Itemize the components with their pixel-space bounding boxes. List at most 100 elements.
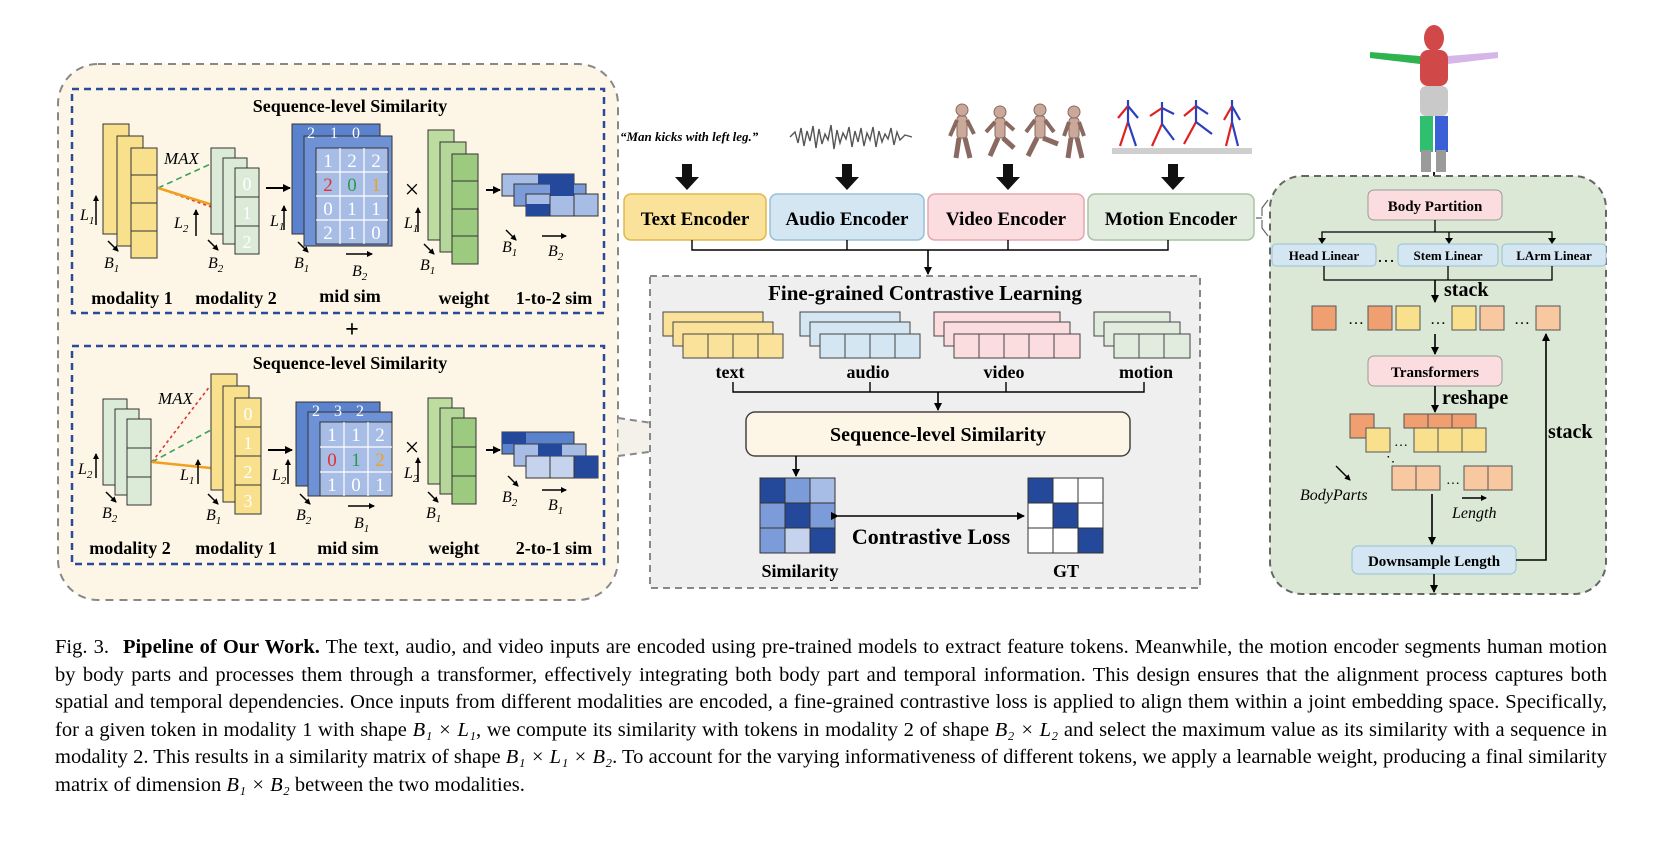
plus-sign: + bbox=[345, 317, 359, 343]
svg-text:weight: weight bbox=[439, 288, 490, 308]
bottom-modality-2-tokens bbox=[102, 398, 152, 506]
bottom-weight-tokens bbox=[427, 397, 477, 505]
svg-text:modality 1: modality 1 bbox=[91, 288, 173, 308]
caption-math-2: B₂ × L₂ bbox=[994, 718, 1059, 741]
svg-text:2: 2 bbox=[356, 403, 364, 420]
svg-text:LArm Linear: LArm Linear bbox=[1516, 248, 1592, 263]
gt-matrix bbox=[1027, 477, 1104, 554]
svg-text:weight: weight bbox=[429, 538, 480, 558]
svg-text:0: 0 bbox=[243, 174, 252, 194]
text-encoder bbox=[623, 193, 767, 241]
svg-text:L1: L1 bbox=[79, 207, 94, 227]
svg-text:Motion Encoder: Motion Encoder bbox=[1105, 209, 1238, 230]
svg-text:2: 2 bbox=[375, 450, 385, 471]
svg-text:0: 0 bbox=[327, 450, 337, 471]
top-max-label: MAX bbox=[163, 149, 200, 168]
top-sequence-similarity-block: Sequence-level Similarity L1 B1 MAX bbox=[70, 87, 606, 315]
svg-text:Sequence-level Similarity: Sequence-level Similarity bbox=[830, 424, 1046, 446]
svg-text:…: … bbox=[1348, 311, 1364, 328]
audio-token-stack bbox=[799, 311, 921, 359]
svg-text:Downsample Length: Downsample Length bbox=[1368, 554, 1501, 570]
caption-text-3: and select the maximum value as its simi… bbox=[55, 718, 1608, 769]
video-frames-image bbox=[948, 103, 1086, 159]
encoders-row: Text Encoder Audio Encoder Video Encoder… bbox=[623, 193, 1255, 241]
video-encoder bbox=[927, 193, 1085, 241]
svg-text:1: 1 bbox=[347, 223, 357, 244]
svg-text:modality 1: modality 1 bbox=[195, 538, 277, 558]
larm-linear-box bbox=[1501, 243, 1607, 267]
svg-text:2: 2 bbox=[323, 175, 333, 196]
svg-text:…: … bbox=[1514, 311, 1530, 328]
fine-grained-contrastive-learning: Fine-grained Contrastive Learning text a… bbox=[649, 275, 1201, 589]
svg-text:1: 1 bbox=[327, 475, 337, 496]
svg-text:×: × bbox=[405, 433, 420, 462]
svg-text:video: video bbox=[983, 362, 1024, 382]
caption-math-1: B₁ × L₁ bbox=[412, 718, 476, 741]
svg-text:1: 1 bbox=[323, 151, 333, 172]
input-arrows bbox=[675, 164, 1185, 190]
top-modality-2-tokens: 0 1 2 bbox=[210, 147, 260, 255]
svg-text:L2: L2 bbox=[173, 215, 189, 235]
figure-label: Fig. 3. bbox=[55, 636, 109, 658]
svg-text:mid sim: mid sim bbox=[319, 286, 381, 306]
svg-text:1-to-2 sim: 1-to-2 sim bbox=[516, 288, 592, 308]
svg-text:Length: Length bbox=[1451, 505, 1496, 522]
sequence-level-similarity-box bbox=[745, 411, 1131, 457]
bottom-modality-1-tokens: 0 1 2 3 bbox=[210, 373, 262, 515]
caption-text-2: , we compute its similarity with tokens … bbox=[476, 718, 995, 741]
svg-text:1: 1 bbox=[347, 199, 357, 220]
svg-text:1: 1 bbox=[375, 475, 385, 496]
svg-text:1: 1 bbox=[244, 433, 253, 453]
svg-text:0: 0 bbox=[244, 404, 253, 424]
svg-text:Similarity: Similarity bbox=[762, 561, 839, 581]
caption-text-4: . To account for the varying informative… bbox=[55, 746, 1607, 796]
svg-text:MAX: MAX bbox=[157, 389, 194, 408]
svg-text:…: … bbox=[1446, 473, 1460, 488]
svg-text:1: 1 bbox=[327, 425, 337, 446]
svg-text:Audio Encoder: Audio Encoder bbox=[786, 209, 910, 230]
svg-text:3: 3 bbox=[334, 403, 342, 420]
top-times-sign: × bbox=[405, 175, 420, 204]
svg-text:2: 2 bbox=[347, 151, 357, 172]
svg-text:…: … bbox=[1377, 246, 1395, 266]
svg-text:Transformers: Transformers bbox=[1391, 365, 1479, 381]
svg-text:B2: B2 bbox=[208, 255, 224, 275]
svg-text:0: 0 bbox=[352, 125, 360, 142]
svg-text:2: 2 bbox=[312, 403, 320, 420]
svg-text:GT: GT bbox=[1053, 561, 1079, 581]
motion-skeleton-image bbox=[1112, 100, 1252, 154]
audio-waveform bbox=[789, 124, 913, 150]
top-1-to-2-sim bbox=[501, 173, 599, 217]
pipeline-diagram: Sequence-level Similarity L1 B1 MAX bbox=[57, 25, 1607, 601]
text-input-quote: “Man kicks with left leg.” bbox=[620, 129, 759, 144]
caption-text-5: between the two modalities. bbox=[289, 773, 525, 796]
svg-text:modality 2: modality 2 bbox=[195, 288, 277, 308]
bottom-sequence-similarity-block: Sequence-level Similarity L2 B2 MAX bbox=[70, 344, 606, 566]
svg-text:Sequence-level Similarity: Sequence-level Similarity bbox=[253, 353, 447, 373]
svg-text:1: 1 bbox=[351, 425, 361, 446]
svg-text:0: 0 bbox=[371, 223, 381, 244]
svg-text:2: 2 bbox=[375, 425, 385, 446]
svg-text:1: 1 bbox=[371, 175, 381, 196]
svg-text:1: 1 bbox=[243, 203, 252, 223]
svg-text:0: 0 bbox=[347, 175, 357, 196]
caption-math-3: B₁ × L₁ × B₂ bbox=[505, 746, 613, 768]
svg-text:1: 1 bbox=[371, 199, 381, 220]
svg-text:Fine-grained Contrastive Learn: Fine-grained Contrastive Learning bbox=[768, 281, 1082, 305]
svg-text:2-to-1 sim: 2-to-1 sim bbox=[516, 538, 592, 558]
svg-text:Head Linear: Head Linear bbox=[1289, 248, 1360, 263]
svg-text:2: 2 bbox=[371, 151, 381, 172]
svg-text:reshape: reshape bbox=[1442, 387, 1508, 409]
svg-text:stack: stack bbox=[1444, 279, 1489, 301]
svg-text:1: 1 bbox=[330, 125, 338, 142]
svg-text:2: 2 bbox=[244, 462, 253, 482]
caption-math-4: B₁ × B₂ bbox=[226, 773, 290, 796]
motion-encoder bbox=[1087, 193, 1255, 241]
svg-text:Text Encoder: Text Encoder bbox=[641, 209, 750, 230]
svg-text:B1: B1 bbox=[104, 255, 119, 275]
similarity-matrix bbox=[759, 477, 836, 554]
bottom-mid-sim-matrix: 2 3 2 1 1 2 0 1 2 1 0 1 bbox=[295, 401, 393, 497]
svg-text:0: 0 bbox=[323, 199, 333, 220]
svg-text:mid sim: mid sim bbox=[317, 538, 379, 558]
svg-text:Contrastive Loss: Contrastive Loss bbox=[852, 524, 1011, 549]
